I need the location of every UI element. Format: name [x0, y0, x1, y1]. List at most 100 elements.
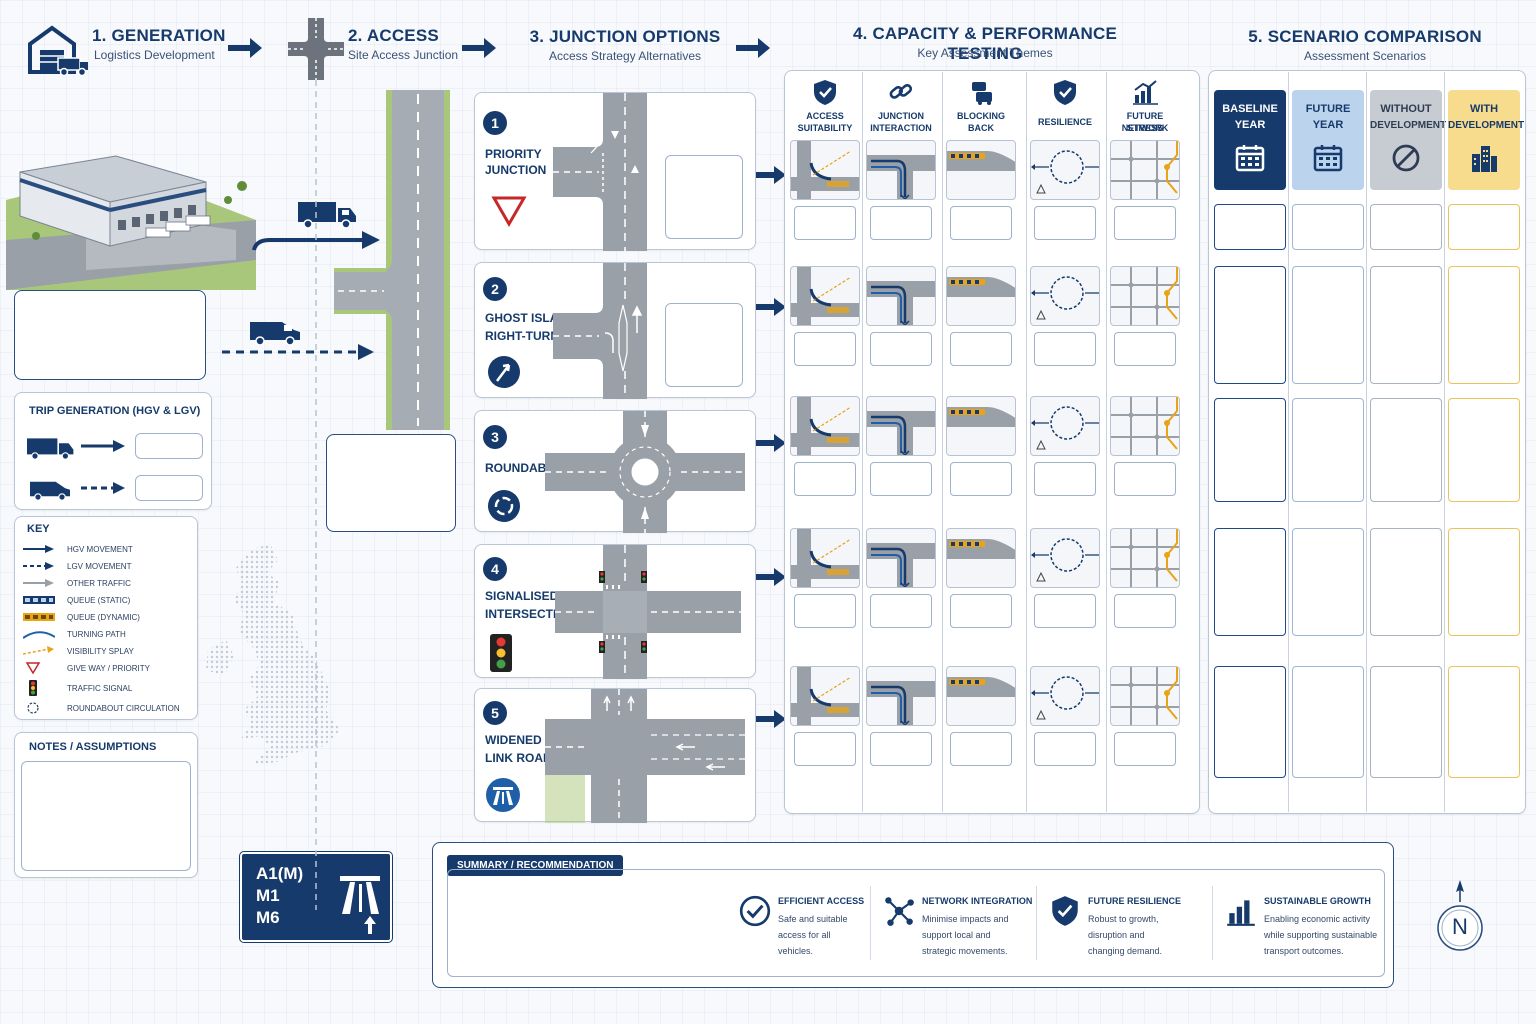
lgv-van-icon — [250, 322, 300, 346]
summary-item-text: Enabling economic activity — [1264, 914, 1371, 924]
notes-textarea[interactable] — [21, 761, 191, 871]
theme-thumbnail — [790, 528, 860, 588]
scenario-result-box[interactable] — [1214, 528, 1286, 636]
summary-textarea[interactable] — [447, 869, 1385, 977]
scenario-result-box[interactable] — [1448, 398, 1520, 502]
shield-check-icon — [814, 80, 836, 105]
theme-result-box[interactable] — [870, 462, 932, 496]
theme-result-box[interactable] — [1034, 594, 1096, 628]
junction-option-card[interactable]: 2 GHOST ISLAND RIGHT-TURN LANE — [474, 262, 756, 399]
sign-line: M1 — [256, 886, 280, 905]
key-item: GIVE WAY / PRIORITY — [23, 660, 150, 676]
junction-option-card[interactable]: 5 WIDENED LINK ROAD — [474, 688, 756, 823]
scenario-result-box[interactable] — [1370, 528, 1442, 636]
option-info-box[interactable] — [665, 303, 743, 387]
theme-result-box[interactable] — [1034, 732, 1096, 766]
theme-result-box[interactable] — [870, 206, 932, 240]
junction-option-card[interactable]: 4 SIGNALISED INTERSECTION — [474, 544, 756, 679]
stage-subtitle: Key Assessment Themes — [917, 46, 1053, 60]
theme-result-box[interactable] — [950, 332, 1012, 366]
junction-option-card[interactable]: 1 PRIORITY JUNCTION — [474, 92, 756, 251]
junction-thumb-icon — [867, 543, 935, 587]
scenario-result-box[interactable] — [1292, 204, 1364, 250]
traffic-signal-icon — [490, 634, 512, 672]
roundabout-circulation-icon — [27, 702, 39, 714]
theme-result-box[interactable] — [870, 594, 932, 628]
scenario-label: DEVELOPMENT — [1448, 120, 1525, 131]
theme-result-box[interactable] — [794, 206, 856, 240]
theme-thumbnail — [1030, 266, 1100, 326]
lgv-trip-input[interactable] — [135, 475, 203, 501]
theme-result-box[interactable] — [950, 594, 1012, 628]
summary-item-text: strategic movements. — [922, 946, 1008, 956]
motorway-icon — [340, 876, 380, 934]
give-way-icon — [25, 662, 41, 674]
scenario-result-box[interactable] — [1214, 266, 1286, 384]
option-number: 2 — [483, 277, 507, 301]
theme-label: FUTURE NETWORK — [1121, 111, 1169, 133]
theme-result-box[interactable] — [950, 462, 1012, 496]
option-info-box[interactable] — [665, 155, 743, 239]
scenario-result-box[interactable] — [1370, 204, 1442, 250]
theme-result-box[interactable] — [950, 732, 1012, 766]
junction-option-card[interactable]: 3 ROUNDABOUT — [474, 410, 756, 533]
network-stress-thumb-icon — [1111, 397, 1179, 455]
chart-growth-icon — [1133, 80, 1158, 105]
access-info-box[interactable] — [326, 434, 456, 532]
theme-result-box[interactable] — [1034, 462, 1096, 496]
summary-title: SUMMARY / RECOMMENDATION — [447, 855, 624, 876]
theme-result-box[interactable] — [1034, 332, 1096, 366]
theme-result-box[interactable] — [794, 332, 856, 366]
scenario-result-box[interactable] — [1214, 666, 1286, 778]
theme-thumbnail — [1110, 528, 1180, 588]
theme-thumbnail — [1110, 266, 1180, 326]
ghost-island-diagram — [553, 263, 647, 399]
scenario-result-box[interactable] — [1448, 528, 1520, 636]
scenario-result-box[interactable] — [1448, 666, 1520, 778]
theme-result-box[interactable] — [950, 206, 1012, 240]
summary-item-text: support local and — [922, 930, 991, 940]
stage-subtitle: Access Strategy Alternatives — [548, 49, 702, 63]
theme-result-box[interactable] — [794, 462, 856, 496]
scenario-result-box[interactable] — [1292, 528, 1364, 636]
generation-info-box[interactable] — [14, 290, 206, 380]
dashed-arrow-icon — [23, 562, 54, 570]
theme-result-box[interactable] — [1114, 732, 1176, 766]
scenario-result-box[interactable] — [1214, 398, 1286, 502]
junction-thumb-icon — [867, 155, 935, 199]
theme-result-box[interactable] — [870, 332, 932, 366]
scenario-result-box[interactable] — [1448, 266, 1520, 384]
option-label: JUNCTION — [485, 163, 547, 177]
scenario-result-box[interactable] — [1370, 266, 1442, 384]
access-thumb-icon — [791, 397, 859, 455]
theme-result-box[interactable] — [794, 732, 856, 766]
theme-result-box[interactable] — [794, 594, 856, 628]
hgv-trip-input[interactable] — [135, 433, 203, 459]
scenario-result-box[interactable] — [1370, 398, 1442, 502]
scenario-result-box[interactable] — [1370, 666, 1442, 778]
scenario-result-box[interactable] — [1292, 266, 1364, 384]
theme-result-box[interactable] — [1114, 332, 1176, 366]
stage-subtitle: Logistics Development — [94, 48, 215, 62]
theme-result-box[interactable] — [1114, 462, 1176, 496]
hgv-truck-icon — [27, 438, 74, 460]
scenario-result-box[interactable] — [1292, 398, 1364, 502]
scenario-result-box[interactable] — [1448, 204, 1520, 250]
theme-result-box[interactable] — [870, 732, 932, 766]
scenario-result-box[interactable] — [1292, 666, 1364, 778]
theme-thumbnail — [1030, 140, 1100, 200]
theme-result-box[interactable] — [1114, 594, 1176, 628]
theme-result-box[interactable] — [1034, 206, 1096, 240]
theme-result-box[interactable] — [1114, 206, 1176, 240]
network-stress-thumb-icon — [1111, 141, 1179, 199]
turn-lane-icon — [488, 356, 520, 388]
traffic-signal-icon — [29, 680, 37, 696]
scenario-result-box[interactable] — [1214, 204, 1286, 250]
stage-title: 3. JUNCTION OPTIONS — [529, 27, 721, 46]
key-title: KEY — [27, 523, 50, 535]
key-item-label: QUEUE (STATIC) — [67, 595, 131, 605]
